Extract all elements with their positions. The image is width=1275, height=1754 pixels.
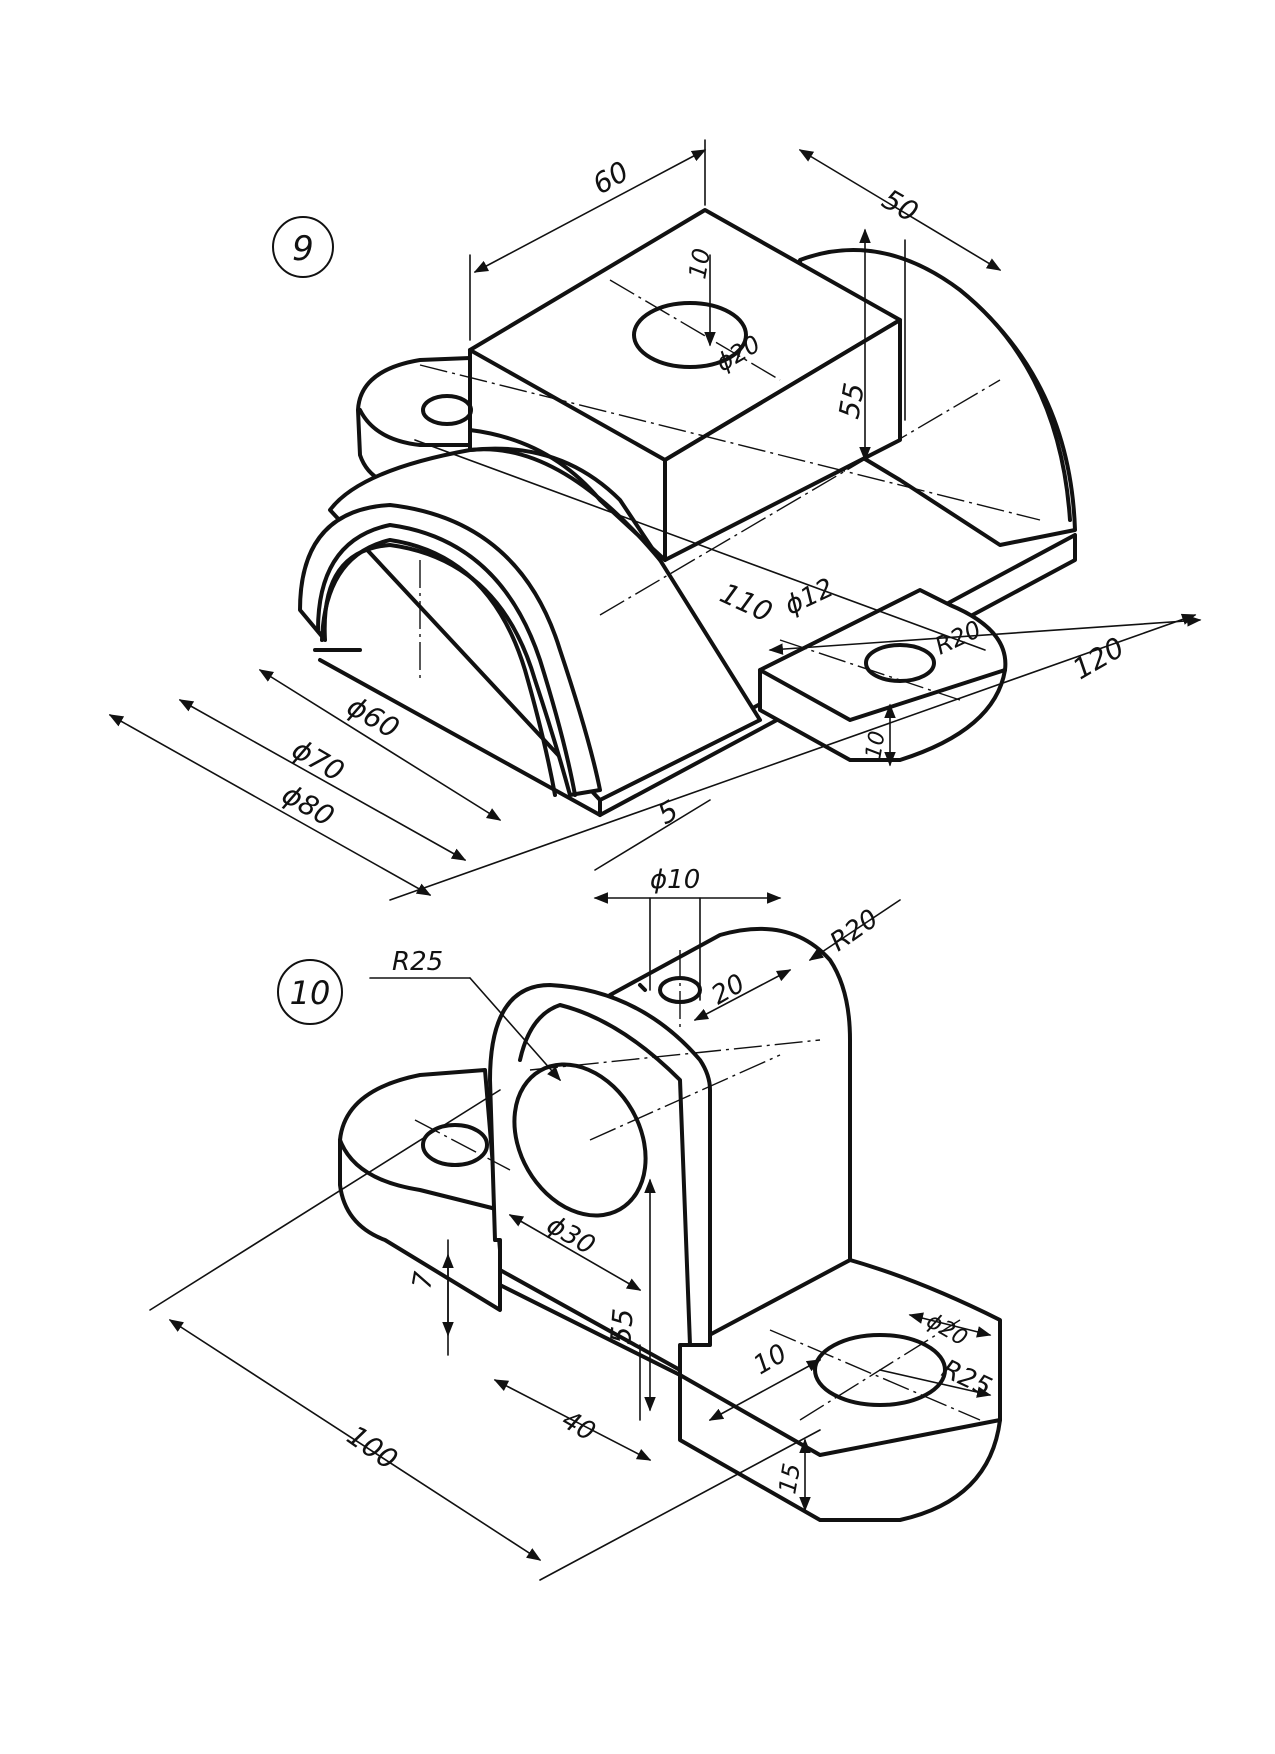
dim-55: 55 — [832, 380, 871, 421]
dim-10-top: 10 — [683, 246, 716, 281]
figure-10-number: 10 — [290, 974, 331, 1012]
dim-40: 40 — [557, 1405, 601, 1448]
dim-phi12: ϕ12 — [780, 573, 838, 621]
dim-110: 110 — [715, 576, 777, 628]
dim-phi60: ϕ60 — [342, 689, 405, 745]
dim-50: 50 — [877, 182, 924, 228]
figure-10-dimension-lines — [149, 892, 992, 1581]
dim-60: 60 — [587, 155, 634, 201]
dim-7: 7 — [407, 1269, 439, 1291]
figure-10: 10 — [149, 865, 1002, 1581]
dim-15: 15 — [773, 1461, 806, 1496]
bore-hole — [512, 1062, 648, 1218]
top-block — [468, 208, 902, 562]
figure-9-dimension-lines — [108, 139, 1202, 901]
dim-r20: R20 — [825, 904, 884, 958]
figure-9-label: 9 — [272, 216, 334, 278]
figure-9-centerlines — [419, 279, 1041, 701]
dim-55: 55 — [604, 1307, 640, 1345]
dim-100: 100 — [341, 1419, 404, 1477]
dim-10-lug: 10 — [861, 729, 890, 761]
figure-9-number: 9 — [292, 229, 314, 269]
dim-phi10: ϕ10 — [650, 865, 700, 895]
figure-9: 9 — [108, 139, 1202, 901]
dim-r25-top: R25 — [392, 947, 443, 977]
dim-5: 5 — [652, 794, 684, 831]
figure-10-label: 10 — [277, 959, 343, 1025]
top-hole — [632, 301, 748, 369]
left-lug — [338, 1068, 502, 1312]
arch-rings — [298, 503, 602, 797]
dim-120: 120 — [1067, 631, 1130, 686]
